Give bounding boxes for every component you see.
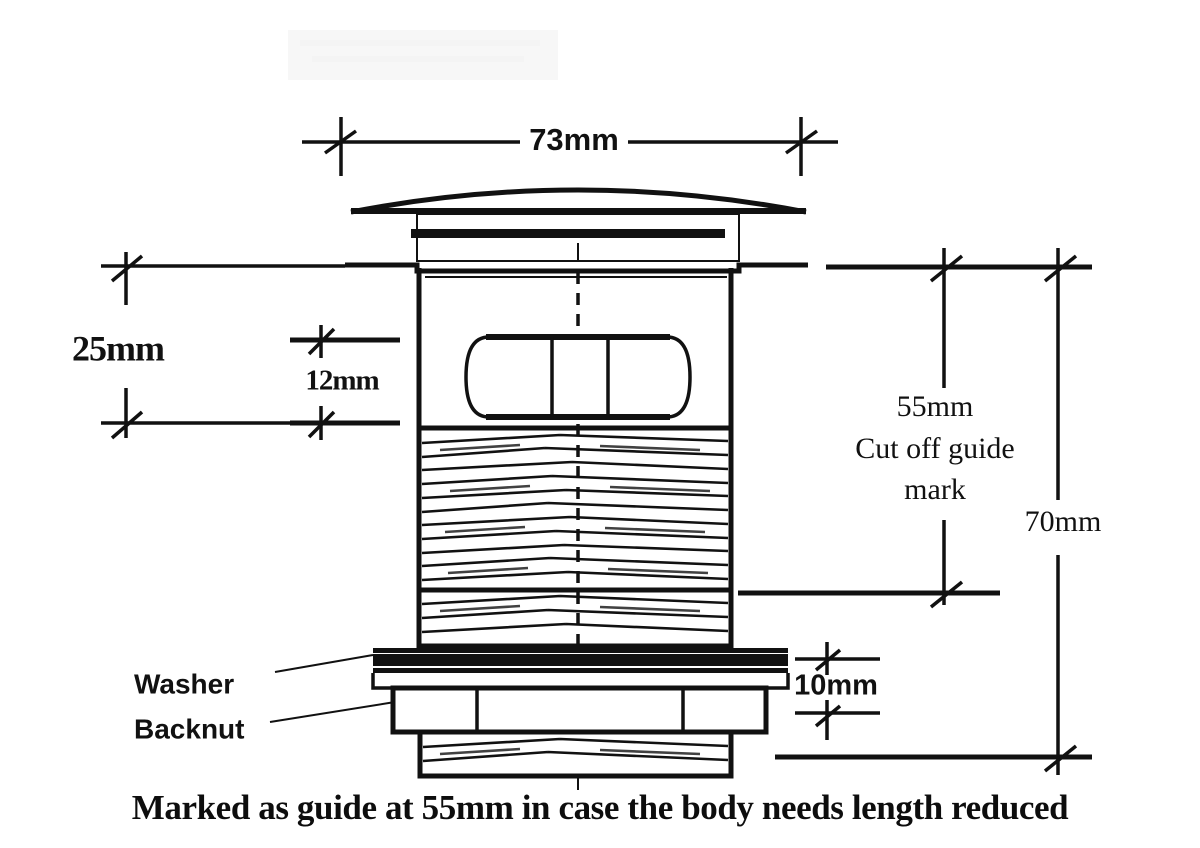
dim-55-label-line2: Cut off guide — [855, 432, 1014, 465]
thread-lower-outline — [416, 587, 734, 649]
dim-73-right-slash — [784, 129, 819, 155]
cap-assembly — [350, 187, 807, 262]
dim-10-label: 10mm — [794, 670, 878, 702]
thread-main-hatching — [421, 433, 729, 582]
backnut-leader-line — [269, 701, 396, 723]
dim-12-top-slash — [307, 327, 336, 356]
threaded-body-main — [416, 425, 734, 593]
washer-leader-line — [274, 654, 374, 673]
dim-73-left-slash — [323, 129, 358, 155]
dimension-70mm: 70mm — [775, 248, 1101, 775]
callout-washer: Washer — [134, 654, 374, 699]
dim-55-top-slash — [929, 254, 964, 283]
dim-70-label: 70mm — [1025, 505, 1102, 538]
washer-bottom-edge — [373, 668, 788, 673]
dimension-25mm: 25mm — [72, 252, 345, 440]
body-flange — [345, 262, 808, 274]
dim-70-top-slash — [1043, 254, 1078, 283]
dim-70-bottom-slash — [1043, 744, 1078, 773]
dim-55-label-value: 55mm — [897, 390, 974, 423]
slot-top-edge — [486, 334, 670, 340]
dim-55-label-line3: mark — [904, 473, 966, 506]
tail-thread-hatching — [422, 737, 729, 763]
dim-25-label: 25mm — [72, 328, 165, 368]
scan-artifact — [288, 30, 558, 80]
dim-25-top-slash — [110, 254, 144, 283]
backnut-callout-label: Backnut — [134, 713, 244, 744]
tail-thread — [417, 729, 734, 790]
dimension-10mm: 10mm — [794, 642, 880, 740]
tail-thread-outline — [417, 729, 734, 779]
cap-seal-bar — [411, 229, 725, 238]
cap-dome-arc — [350, 187, 807, 215]
thread-lower-hatching — [421, 594, 729, 634]
dim-25-bottom-slash — [110, 410, 144, 440]
dimension-55mm-cutoff: 55mm Cut off guide mark — [738, 248, 1092, 609]
washer-body — [373, 654, 788, 666]
slot-bottom-edge — [486, 414, 670, 420]
callout-backnut: Backnut — [134, 701, 396, 744]
washer-top-edge — [373, 648, 788, 653]
dimension-12mm: 12mm — [290, 325, 400, 440]
cap-base-line — [351, 208, 806, 214]
dim-73-label: 73mm — [529, 122, 619, 157]
dim-12-bottom-slash — [307, 410, 336, 439]
dim-10-top-slash — [814, 648, 842, 672]
flange-profile — [345, 262, 808, 274]
dim-55-bottom-slash — [929, 580, 964, 609]
dimension-73mm: 73mm — [302, 117, 838, 176]
guide-caption-text: Marked as guide at 55mm in case the body… — [132, 788, 1069, 827]
dim-10-bottom-slash — [814, 704, 842, 728]
washer-callout-label: Washer — [134, 668, 234, 699]
threaded-body-lower — [416, 587, 734, 649]
dim-12-label: 12mm — [305, 365, 379, 397]
